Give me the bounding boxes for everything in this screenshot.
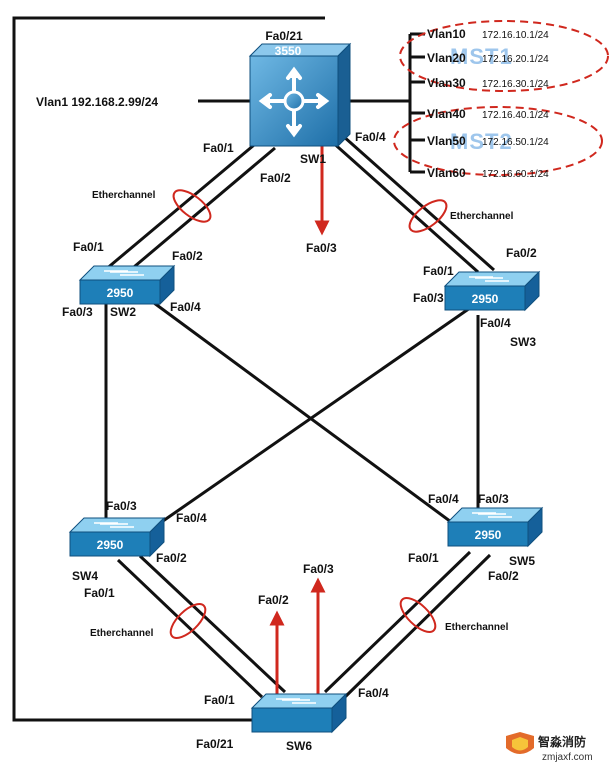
sw2-name: SW2	[110, 305, 136, 319]
link-sw1-sw6-fa021	[12, 16, 325, 722]
etherchannel-markers	[169, 189, 448, 639]
sw4-model: 2950	[97, 538, 124, 552]
switch-sw6[interactable]	[250, 692, 348, 734]
switch-sw4[interactable]: 2950	[68, 516, 166, 558]
sw4-name: SW4	[72, 569, 98, 583]
link-sw1-sw3-b	[342, 134, 495, 272]
vlan-ip: 172.16.20.1/24	[482, 54, 549, 65]
sw5-name: SW5	[509, 554, 535, 568]
switch-sw3[interactable]: 2950	[443, 270, 541, 312]
link-sw5-sw6-b	[343, 553, 492, 699]
switch-sw2[interactable]: 2950	[78, 264, 176, 306]
port-label: Fa0/4	[170, 300, 201, 314]
watermark-url: zmjaxf.com	[542, 752, 593, 763]
link-sw3-sw4	[149, 306, 471, 532]
link-sw5-sw6-a	[323, 550, 472, 694]
port-label: Fa0/2	[156, 551, 187, 565]
port-label: Fa0/1	[203, 141, 234, 155]
port-label: Fa0/2	[258, 593, 289, 607]
port-label: Fa0/3	[62, 305, 93, 319]
sw1-svi-label: Vlan1 192.168.2.99/24	[36, 95, 158, 109]
etherchannel-label: Etherchannel	[92, 190, 156, 201]
etherchannel-label: Etherchannel	[445, 622, 509, 633]
link-sw1-sw2-a	[104, 138, 261, 272]
link-sw2-sw5	[149, 298, 463, 532]
sw1-fa021-label: Fa0/21	[265, 29, 303, 43]
links	[12, 16, 495, 722]
port-label: Fa0/2	[172, 249, 203, 263]
switch-sw5[interactable]: 2950	[446, 506, 544, 548]
etherchannel-sw1-sw3	[408, 199, 448, 233]
etherchannel-sw1-sw2	[172, 189, 212, 223]
vlan-ip: 172.16.30.1/24	[482, 79, 549, 90]
port-label: Fa0/1	[73, 240, 104, 254]
link-sw4-sw6-b	[138, 554, 287, 694]
sw3-model: 2950	[472, 292, 499, 306]
vlan-name: Vlan10	[427, 27, 466, 41]
etherchannel-sw4-sw6	[169, 603, 207, 639]
port-label: Fa0/2	[488, 569, 519, 583]
watermark: 智淼消防 zmjaxf.com	[506, 732, 593, 763]
port-label: Fa0/1	[423, 264, 454, 278]
sw1-name: SW1	[300, 152, 326, 166]
port-label: Fa0/2	[260, 171, 291, 185]
port-label: Fa0/3	[106, 499, 137, 513]
vlan-name: Vlan20	[427, 51, 466, 65]
sw3-name: SW3	[510, 335, 536, 349]
vlan-ip: 172.16.60.1/24	[482, 169, 549, 180]
mst2-outline	[393, 106, 603, 176]
port-label: Fa0/3	[478, 492, 509, 506]
sw1-model: 3550	[275, 44, 302, 58]
port-label: Fa0/4	[358, 686, 389, 700]
vlan-name: Vlan40	[427, 107, 466, 121]
sw6-name: SW6	[286, 739, 312, 753]
watermark-title: 智淼消防	[537, 734, 586, 749]
etherchannel-label: Etherchannel	[450, 211, 514, 222]
etherchannel-sw5-sw6	[399, 597, 437, 633]
link-sw4-sw6-a	[116, 558, 264, 699]
mst1-outline	[399, 20, 609, 92]
vlan-ip: 172.16.40.1/24	[482, 110, 549, 121]
sw2-model: 2950	[107, 286, 134, 300]
switch-sw1[interactable]: 3550	[248, 42, 352, 148]
port-label: Fa0/3	[303, 562, 334, 576]
link-sw1-sw2-b	[127, 146, 276, 274]
port-label: Fa0/4	[355, 130, 386, 144]
etherchannel-label: Etherchannel	[90, 628, 154, 639]
port-label: Fa0/2	[506, 246, 537, 260]
port-label: Fa0/3	[413, 291, 444, 305]
sw5-model: 2950	[475, 528, 502, 542]
mst-groups: MST1 MST2	[393, 20, 609, 176]
port-label: Fa0/1	[408, 551, 439, 565]
port-label: Fa0/4	[176, 511, 207, 525]
vlan-list: Vlan10 172.16.10.1/24 Vlan20 172.16.20.1…	[427, 27, 549, 180]
vlan-name: Vlan50	[427, 134, 466, 148]
red-arrows	[269, 140, 330, 700]
mst1-label: MST1	[450, 44, 513, 69]
shield-logo-icon	[506, 732, 534, 754]
mst2-label: MST2	[450, 129, 513, 154]
port-label: Fa0/4	[428, 492, 459, 506]
port-label: Fa0/1	[84, 586, 115, 600]
port-label: Fa0/3	[306, 241, 337, 255]
port-label: Fa0/1	[204, 693, 235, 707]
vlan-name: Vlan60	[427, 166, 466, 180]
vlan-name: Vlan30	[427, 76, 466, 90]
vlan-ip: 172.16.10.1/24	[482, 30, 549, 41]
link-sw1-sw3-a	[329, 138, 479, 274]
port-label: Fa0/4	[480, 316, 511, 330]
vlan-ip: 172.16.50.1/24	[482, 137, 549, 148]
port-label: Fa0/21	[196, 737, 234, 751]
